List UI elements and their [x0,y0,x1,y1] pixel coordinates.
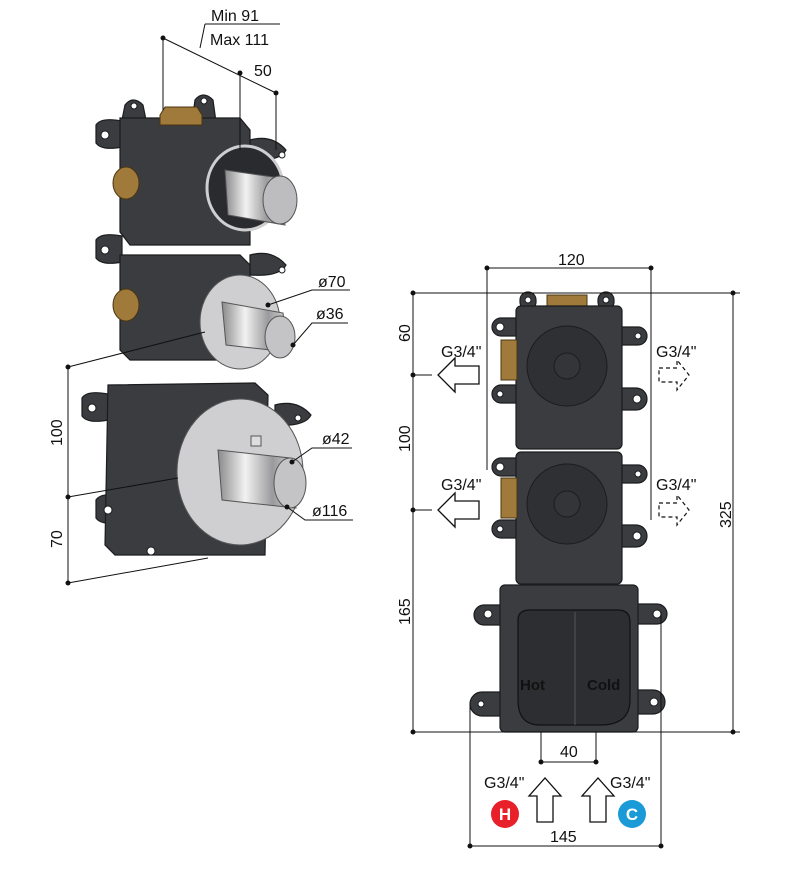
inlet-hot-label: G3/4" [484,775,524,792]
vertical-spacing-dimension: 100 70 [49,331,209,586]
spacing-lower-label: 70 [49,530,66,548]
knob-diameter-large-label: ø42 [322,431,350,448]
valve-module-middle [95,234,296,370]
depth-max-label: Max 111 [210,32,269,49]
outlet-arrow-right-dashed-2 [658,493,690,527]
spacing-upper-label: 100 [49,419,66,446]
plate-diameter-small-label: ø70 [318,274,346,291]
hot-badge-circle [491,800,519,828]
front-module-thermostat: Hot Cold [469,584,668,733]
knob-diameter-small-label: ø36 [316,306,344,323]
outlet-arrow-left-1 [437,356,480,394]
front-dimensions: 120 60 100 165 325 40 145 [397,252,740,849]
mount-width-label: 145 [550,829,577,846]
front-module-top [491,291,648,450]
depth-min-label: Min 91 [211,8,259,25]
outlet-right-1-label: G3/4" [656,344,696,361]
top-offset-label: 60 [397,324,414,342]
cold-badge-letter: C [626,805,638,824]
outlet-right-2-label: G3/4" [656,477,696,494]
valve-module-thermostat [81,382,312,556]
outlet-arrow-left-2 [437,491,480,529]
brass-plug-top [159,106,203,126]
plate-diameter-large-label: ø116 [312,503,347,520]
inlet-cold-label: G3/4" [610,775,650,792]
depth-step-label: 50 [254,63,272,80]
inlet-arrow-hot [527,777,563,823]
hot-embossed-label: Hot [520,677,545,694]
depth-dimension: Min 91 Max 111 50 [160,8,280,150]
outlet-left-2-label: G3/4" [441,477,481,494]
front-brass-top [546,294,588,308]
module-pitch-label: 100 [397,425,414,452]
diameter-callouts: ø70 ø36 ø42 ø116 [265,274,353,521]
inlet-spacing-label: 40 [560,744,578,761]
bottom-module-label: 165 [397,598,414,625]
brass-plug-side [112,166,140,200]
front-module-middle [491,451,648,585]
outlet-left-1-label: G3/4" [441,344,481,361]
inlet-arrow-cold [580,777,616,823]
outlet-arrows: G3/4" G3/4" G3/4" G3/4" [437,344,696,529]
thermostat-cover [517,609,631,726]
inlets: G3/4" G3/4" H C [484,775,650,828]
total-height-label: 325 [718,501,735,528]
outlet-arrow-right-dashed-1 [658,358,690,392]
cold-badge: C [618,800,646,828]
front-brass-left-1 [500,339,518,381]
valve-module-top [95,94,298,246]
hot-badge-letter: H [499,805,511,824]
front-view: Hot Cold G3/4" G3/4" G3/4" G3/4" 120 [397,252,740,849]
brass-plug-side-2 [112,288,140,322]
front-brass-left-2 [500,477,518,519]
cold-badge-circle [618,800,646,828]
width-label: 120 [558,252,585,269]
isometric-view: Min 91 Max 111 50 ø70 ø36 ø42 ø116 100 7… [49,8,353,586]
cold-embossed-label: Cold [587,677,620,694]
hot-badge: H [491,800,519,828]
